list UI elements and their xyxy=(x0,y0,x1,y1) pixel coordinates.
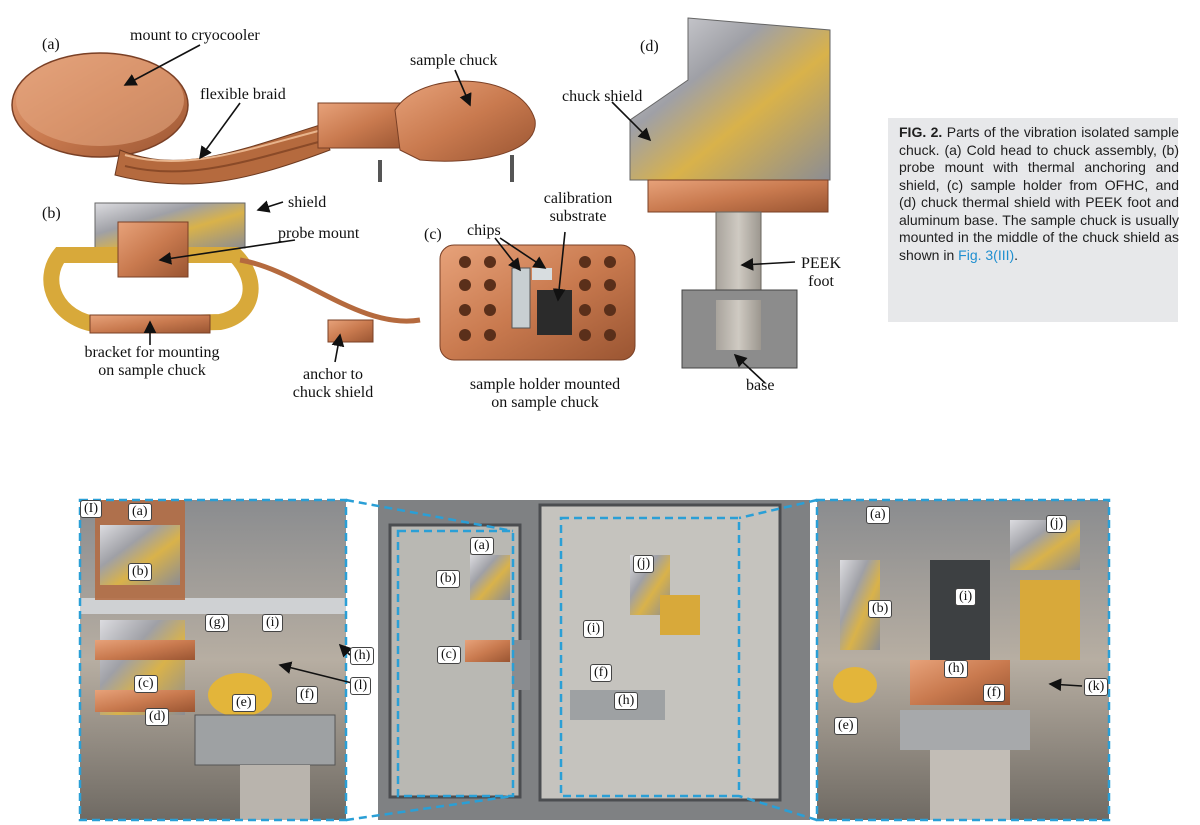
photo-label-right-f: (f) xyxy=(983,684,1005,702)
label-sample-holder-line2: on sample chuck xyxy=(491,394,599,411)
label-bracket: bracket for mounting on sample chuck xyxy=(72,344,232,380)
label-sample-holder-line1: sample holder mounted xyxy=(469,376,621,393)
caption-box xyxy=(888,118,1178,322)
photo-label-mid-a: (a) xyxy=(470,537,494,555)
label-sample-chuck: sample chuck xyxy=(410,52,498,69)
panel-a-tag: (a) xyxy=(42,36,60,53)
photo-label-mid-f: (f) xyxy=(590,664,612,682)
label-chips: chips xyxy=(467,222,501,239)
caption-fig-number: FIG. 2. xyxy=(899,124,943,140)
label-anchor-line2: chuck shield xyxy=(292,384,374,401)
photo-label-left-c: (c) xyxy=(134,675,158,693)
photo-label-panel-I: (I) xyxy=(80,500,102,518)
photo-label-left-f: (f) xyxy=(296,686,318,704)
label-chuck-shield: chuck shield xyxy=(562,88,643,105)
panel-b-tag: (b) xyxy=(42,205,61,222)
photo-label-right-i: (i) xyxy=(955,588,977,606)
photo-label-left-i: (i) xyxy=(262,614,284,632)
panel-b-photo xyxy=(43,202,421,343)
caption-body: Parts of the vibration isolated sample c… xyxy=(899,124,1179,263)
label-base: base xyxy=(746,377,775,394)
photo-label-right-h: (h) xyxy=(944,660,969,678)
label-peek-line1: PEEK xyxy=(801,255,841,272)
label-bracket-line2: on sample chuck xyxy=(98,362,206,379)
panel-c-tag: (c) xyxy=(424,226,442,243)
photo-label-mid-i: (i) xyxy=(583,620,605,638)
label-bracket-line1: bracket for mounting xyxy=(84,344,220,361)
annotation-arrows xyxy=(123,44,1083,692)
photo-label-left-g: (g) xyxy=(205,614,230,632)
label-peek-foot: PEEK foot xyxy=(796,255,846,291)
label-calibration-line2: substrate xyxy=(549,208,607,225)
photo-label-left-l: (l) xyxy=(350,677,372,695)
label-anchor: anchor to chuck shield xyxy=(278,366,388,402)
photo-label-mid-b: (b) xyxy=(436,570,461,588)
label-sample-holder: sample holder mounted on sample chuck xyxy=(450,376,640,412)
photo-label-right-e: (e) xyxy=(834,717,858,735)
photo-label-right-k: (k) xyxy=(1084,678,1109,696)
photo-label-left-h: (h) xyxy=(350,647,375,665)
photo-label-mid-c: (c) xyxy=(437,646,461,664)
label-peek-line2: foot xyxy=(808,273,834,290)
label-flexible-braid: flexible braid xyxy=(200,86,286,103)
photo-label-left-b: (b) xyxy=(128,563,153,581)
panel-d-tag: (d) xyxy=(640,38,659,55)
caption-end: . xyxy=(1014,246,1019,263)
label-probe-mount: probe mount xyxy=(278,225,360,242)
photo-label-left-d: (d) xyxy=(145,708,170,726)
caption-figure-link[interactable]: Fig. 3(III) xyxy=(958,246,1015,263)
photo-label-mid-h: (h) xyxy=(614,692,639,710)
photo-label-right-j: (j) xyxy=(1046,515,1068,533)
label-shield: shield xyxy=(288,194,327,211)
photo-label-right-a: (a) xyxy=(866,506,890,524)
photo-label-left-e: (e) xyxy=(232,694,256,712)
label-anchor-line1: anchor to xyxy=(303,366,363,383)
label-mount-to-cryocooler: mount to cryocooler xyxy=(130,27,260,44)
figure-caption: FIG. 2. Parts of the vibration isolated … xyxy=(899,124,1179,264)
photo-label-left-a: (a) xyxy=(128,503,152,521)
label-calibration-line1: calibration xyxy=(543,190,613,207)
panel-d-photo xyxy=(629,17,831,369)
label-calibration-substrate: calibration substrate xyxy=(528,190,628,226)
bottom-left-photo xyxy=(80,500,346,820)
photo-label-mid-j: (j) xyxy=(633,555,655,573)
dashed-callout-frames xyxy=(78,498,1111,822)
photo-label-right-b: (b) xyxy=(868,600,893,618)
panel-a-photo xyxy=(11,52,536,185)
